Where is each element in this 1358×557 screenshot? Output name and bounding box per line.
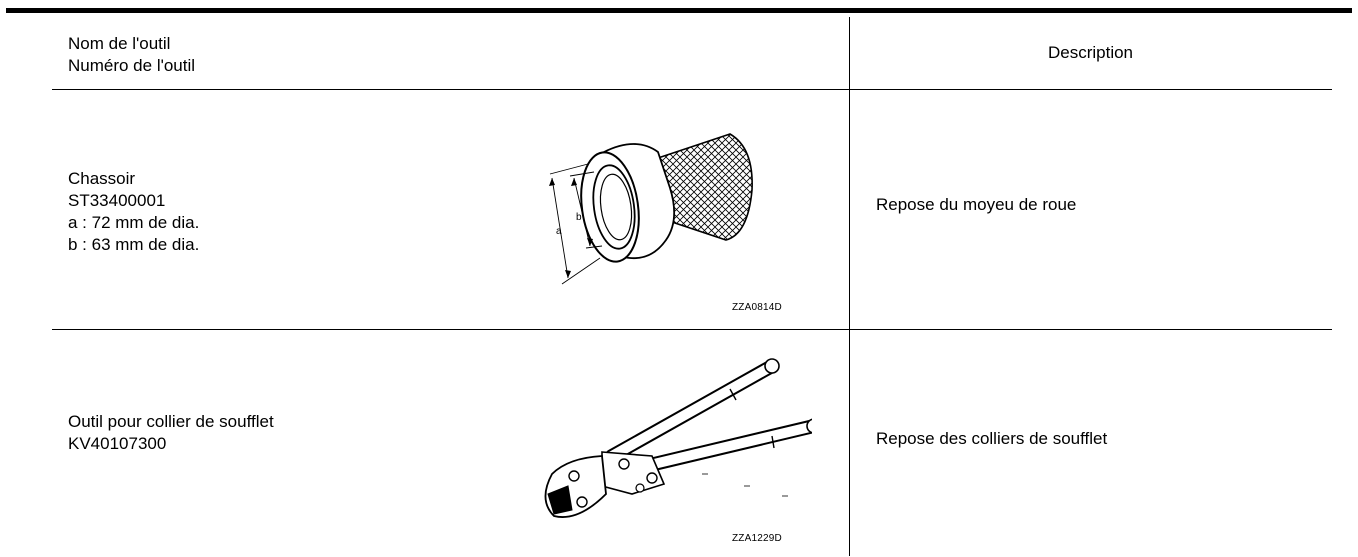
tool-spec-b: b : 63 mm de dia.	[68, 235, 200, 254]
tool-number: ST33400001	[68, 191, 166, 210]
header-tool-name: Nom de l'outil Numéro de l'outil	[68, 33, 195, 77]
illustration-code: ZZA0814D	[732, 302, 782, 313]
column-divider	[849, 17, 850, 556]
table-header: Nom de l'outil Numéro de l'outil Descrip…	[52, 17, 1332, 90]
table-row: Chassoir ST33400001 a : 72 mm de dia. b …	[52, 90, 1332, 330]
special-tools-table: Nom de l'outil Numéro de l'outil Descrip…	[52, 17, 1332, 557]
header-tool-name-line: Nom de l'outil	[68, 34, 171, 53]
header-description: Description	[1047, 43, 1134, 62]
tool-info: Chassoir ST33400001 a : 72 mm de dia. b …	[68, 168, 199, 256]
illustration-code: ZZA1229D	[732, 533, 782, 544]
table-row: Outil pour collier de soufflet KV4010730…	[52, 330, 1332, 557]
tool-description: Repose du moyeu de roue	[876, 195, 1077, 214]
tool-name: Chassoir	[68, 169, 136, 188]
tool-name: Outil pour collier de soufflet	[68, 412, 274, 431]
tool-description: Repose des colliers de soufflet	[876, 429, 1108, 448]
boot-clamp-pliers-illustration	[544, 358, 812, 518]
tool-number: KV40107300	[68, 434, 167, 453]
dimension-label-b: b	[576, 212, 582, 223]
tool-spec-a: a : 72 mm de dia.	[68, 213, 200, 232]
top-rule	[6, 8, 1352, 13]
drift-illustration: a b	[549, 133, 753, 285]
header-tool-number-line: Numéro de l'outil	[68, 56, 196, 75]
dimension-label-a: a	[556, 226, 562, 237]
tool-info: Outil pour collier de soufflet KV4010730…	[68, 411, 274, 455]
